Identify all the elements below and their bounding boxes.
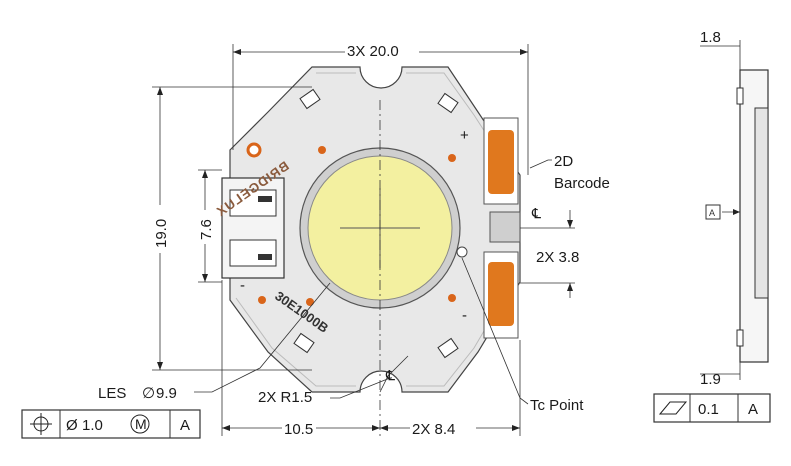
dimension-lines: [152, 44, 575, 440]
dim-connector-height: 7.6: [198, 219, 215, 240]
position-icon: [30, 413, 52, 435]
flatness-icon: [658, 401, 688, 415]
orange-dot: [258, 296, 266, 304]
les-label: LES: [98, 385, 126, 402]
connector-pin: [258, 196, 272, 202]
board-inner-edge: [235, 72, 515, 387]
orange-dot: [448, 154, 456, 162]
fcf-modifier: M: [135, 416, 147, 432]
connector-slot: [229, 239, 277, 267]
fcf-datum: A: [180, 417, 190, 434]
tc-point-label: Tc Point: [530, 397, 584, 414]
fcf2-value: 0.1: [698, 401, 719, 418]
centerline-symbol-right: ℄: [531, 205, 541, 221]
orange-dot: [306, 298, 314, 306]
mount-hole-left: [246, 142, 262, 158]
clip: [299, 88, 321, 110]
orange-dot: [448, 294, 456, 302]
fcf2-datum: A: [748, 401, 758, 418]
datum-a-box: [705, 204, 721, 220]
fcf-flatness: 0.1 A: [653, 393, 771, 423]
minus-symbol: -: [462, 307, 467, 324]
barcode-label-2: Barcode: [554, 175, 610, 192]
les-diameter-symbol: ∅: [142, 385, 155, 402]
dim-radius: 2X R1.5: [258, 389, 312, 406]
clip: [293, 332, 315, 354]
barcode-area: [489, 211, 521, 243]
dim-top-width: 3X 20.0: [347, 43, 399, 60]
plus-symbol: +: [460, 127, 469, 144]
side-view: [700, 40, 769, 380]
dim-right-spacing: 2X 3.8: [536, 249, 579, 266]
centerline-symbol-bottom: ℄: [385, 367, 395, 383]
mmc-modifier-icon: [130, 414, 150, 434]
dim-left-height: 19.0: [153, 219, 170, 248]
connector-slot: [229, 189, 277, 217]
clip: [437, 337, 459, 359]
tc-point-marker: [456, 246, 468, 258]
side-connector: [754, 107, 769, 299]
minus-symbol: -: [240, 277, 245, 294]
dim-bottom-left: 10.5: [284, 421, 313, 438]
led-board: BRIDGELUX 30E1000B + - -: [213, 66, 521, 393]
connector-pin: [258, 254, 272, 260]
datum-a-label: A: [709, 208, 715, 218]
dim-bottom-right: 2X 8.4: [412, 421, 455, 438]
dim-side-bottom: 1.9: [700, 371, 721, 388]
fcf-position: Ø 1.0 M A: [21, 409, 201, 439]
orange-dot: [318, 146, 326, 154]
contact-pad-minus-fill: [488, 262, 514, 326]
dimension-labels: 3X 20.0 19.0 7.6 LES ∅ 9.9 2X R1.5 10.5 …: [98, 29, 721, 438]
side-tab: [736, 87, 744, 105]
side-tab: [736, 329, 744, 347]
barcode-label-1: 2D: [554, 153, 573, 170]
fcf-diameter-symbol: Ø: [66, 417, 78, 434]
clip: [437, 92, 459, 114]
contact-pad-plus-fill: [488, 130, 514, 194]
dim-side-top: 1.8: [700, 29, 721, 46]
les-value: 9.9: [156, 385, 177, 402]
fcf-value: 1.0: [82, 417, 103, 434]
